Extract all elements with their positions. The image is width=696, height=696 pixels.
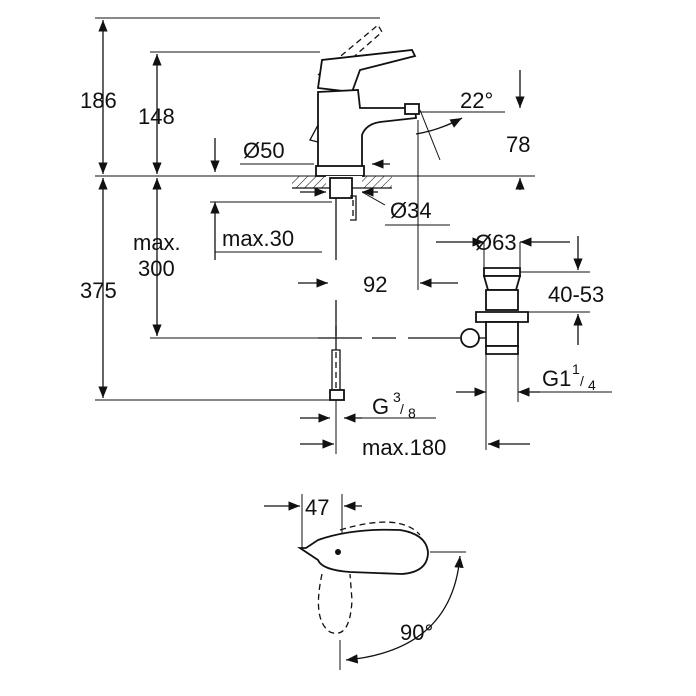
dim-47: 47 [305, 495, 329, 520]
waste-flange [483, 267, 521, 277]
dim-92: 92 [363, 272, 387, 297]
waste-nut [475, 311, 529, 323]
dim-4053: 40-53 [548, 282, 604, 307]
pop-up-waste [460, 267, 529, 355]
lever [316, 49, 417, 93]
dim-186: 186 [80, 88, 117, 113]
top-lever [297, 528, 429, 575]
g114-den: 4 [588, 377, 596, 393]
g114-num: 1 [572, 361, 580, 377]
g114-main: G1 [542, 366, 571, 391]
g38-den: 8 [408, 405, 416, 421]
dim-max30: max.30 [222, 226, 294, 251]
waste-body [485, 289, 519, 311]
g114-slash: / [580, 373, 584, 389]
pop-up-knob [460, 328, 480, 348]
dim-300: 300 [138, 256, 175, 281]
mounting-nut [329, 177, 353, 199]
dim-148: 148 [138, 104, 175, 129]
dim-34-leader [361, 191, 386, 206]
dim-max180: max.180 [362, 435, 446, 460]
pop-up-rod [309, 124, 319, 143]
waste-bottom [485, 345, 519, 355]
top-lever-dot [335, 549, 341, 555]
dim-max-label: max. [133, 230, 181, 255]
waste-cone [482, 275, 522, 291]
faucet-body [309, 24, 420, 177]
g38-nut [329, 389, 345, 401]
top-view: 47 90° [264, 494, 466, 670]
g38-num: 3 [393, 389, 401, 405]
dim-90deg: 90° [400, 620, 433, 645]
angle-ray [419, 109, 441, 161]
g38-slash: / [400, 401, 404, 417]
rotation-arc [345, 555, 464, 664]
top-lever-rotated-dashed [317, 573, 353, 634]
top-lever-open-dashed [339, 521, 421, 536]
dim-50: Ø50 [243, 138, 285, 163]
dim-375: 375 [80, 278, 117, 303]
g38-main: G [372, 394, 389, 419]
dim-78: 78 [506, 132, 530, 157]
waste-tail [485, 321, 519, 347]
dim-34: Ø34 [390, 198, 432, 223]
base [315, 165, 365, 177]
aerator [404, 103, 420, 115]
hose-fitting [350, 195, 357, 221]
dim-22deg: 22° [460, 88, 493, 113]
angle-arc [415, 117, 463, 135]
spout-body [317, 89, 417, 169]
dim-63: Ø63 [475, 230, 517, 255]
